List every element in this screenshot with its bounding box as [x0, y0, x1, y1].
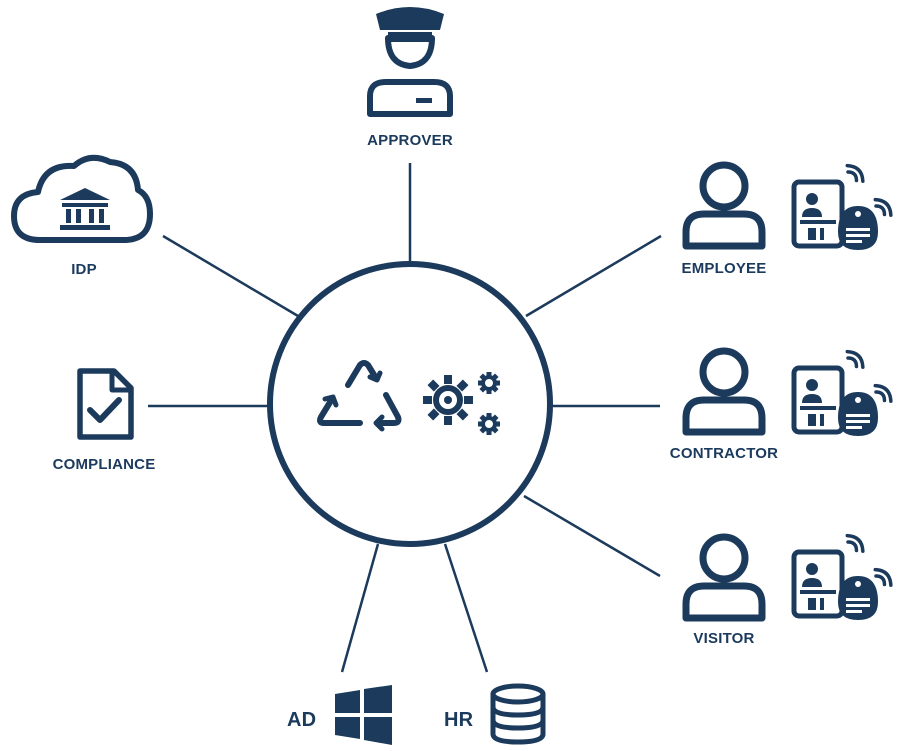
- connector-idp: [162, 234, 299, 318]
- key-fob-icon: [838, 576, 878, 620]
- node-hr: HR: [444, 683, 546, 745]
- database-icon: [490, 683, 546, 745]
- connector-lines: [148, 163, 662, 673]
- label-employee: EMPLOYEE: [682, 260, 767, 277]
- document-check-icon: [77, 368, 134, 440]
- label-approver: APPROVER: [367, 132, 453, 149]
- id-badge-icon: [794, 368, 842, 432]
- windows-icon: [335, 685, 392, 745]
- approver-officer-icon: [367, 7, 453, 117]
- connector-hr: [443, 543, 489, 673]
- label-hr: HR: [444, 709, 474, 731]
- user-icon: [686, 537, 762, 618]
- user-icon: [686, 165, 762, 246]
- label-idp: IDP: [71, 261, 97, 278]
- label-compliance: COMPLIANCE: [53, 456, 156, 473]
- label-contractor: CONTRACTOR: [670, 445, 778, 462]
- connector-ad: [340, 543, 380, 673]
- connector-employee: [525, 234, 662, 318]
- node-idp: IDP: [11, 154, 153, 278]
- label-ad: AD: [287, 709, 316, 731]
- gears-icon: [423, 370, 502, 437]
- node-ad: AD: [287, 685, 392, 745]
- node-compliance: COMPLIANCE: [53, 368, 156, 473]
- user-icon: [686, 351, 762, 432]
- id-badge-icon: [794, 552, 842, 616]
- node-contractor: CONTRACTOR: [670, 346, 897, 462]
- key-fob-icon: [838, 392, 878, 436]
- id-badge-icon: [794, 182, 842, 246]
- node-visitor: VISITOR: [686, 530, 897, 647]
- connector-visitor: [523, 494, 661, 578]
- node-approver: APPROVER: [367, 7, 453, 149]
- recycle-icon: [317, 360, 402, 432]
- key-fob-icon: [838, 206, 878, 250]
- node-employee: EMPLOYEE: [682, 160, 897, 277]
- cloud-bank-icon: [11, 154, 153, 243]
- label-visitor: VISITOR: [693, 630, 754, 647]
- central-hub: [267, 261, 553, 547]
